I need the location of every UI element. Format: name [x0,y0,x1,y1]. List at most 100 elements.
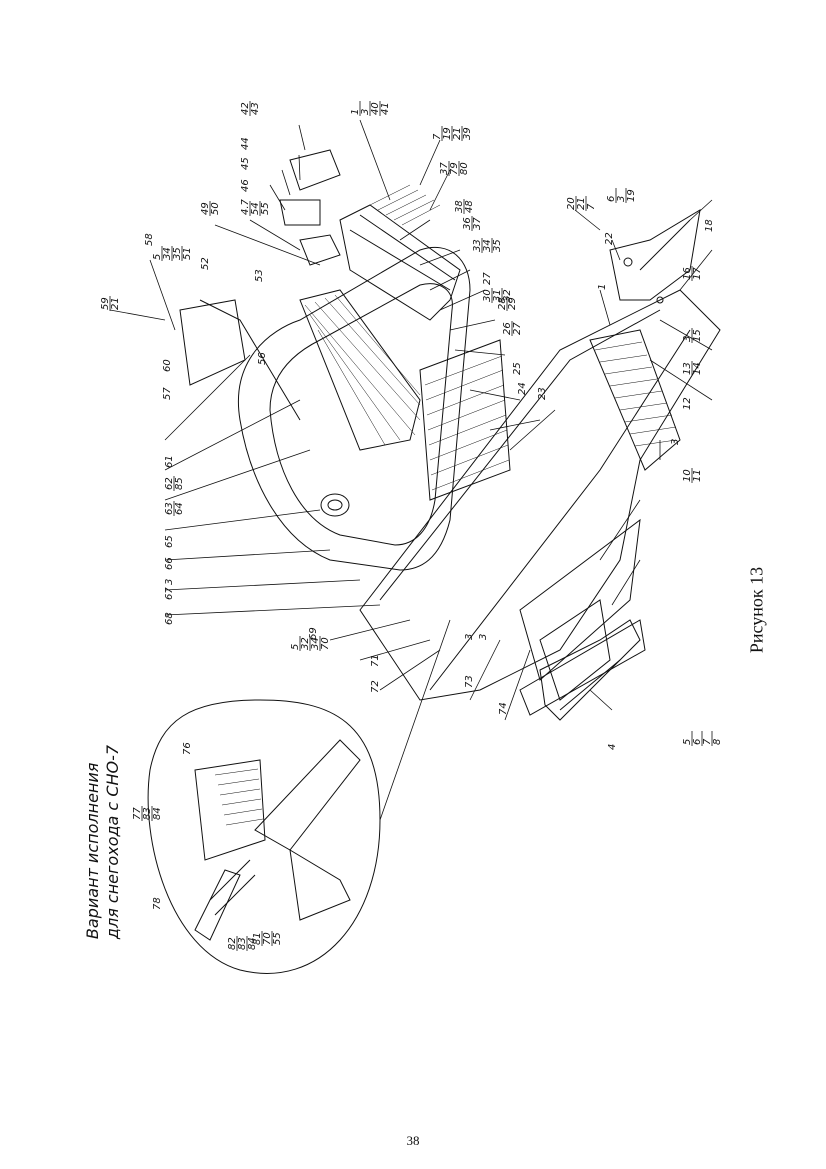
callout-label: 6 [692,739,703,745]
callout-label: 68 [164,612,175,625]
cowl-panel [179,299,301,421]
callout-c-60: 60 [162,359,173,372]
callout-label: 54 [250,202,261,215]
callout-label: 1 [597,284,608,290]
chassis-frame [359,289,721,716]
callout-label: 6 [606,196,617,202]
callout-c-45: 45 [240,157,251,170]
callout-label: 41 [380,102,391,115]
callout-label: 22 [604,232,615,245]
callout-c-67: 67 [164,587,175,600]
callout-label: 12 [682,397,693,410]
callout-label: 30 [482,289,493,302]
callout-label: 15 [692,329,703,342]
callout-label: 7 [432,133,443,140]
callout-label: 5 [152,254,163,260]
callout-label: 3 [360,109,371,115]
callout-label: 76 [182,742,193,755]
callout-label: 27 [512,322,523,335]
callout-label: 8 [712,739,723,745]
callout-label: 37 [439,162,450,175]
callout-label: 14 [692,362,703,375]
callout-c-73: 73 [464,675,475,688]
callout-label: 84 [247,937,258,950]
figure-caption: Рисунок 13 [746,566,767,654]
foam-pad [299,289,421,451]
callout-label: 3 [478,634,489,640]
callout-label: 67 [164,587,175,600]
callout-c-4: 4 [607,744,618,750]
callout-label: 35 [172,247,183,260]
steering-bracket [609,209,701,304]
callout-c-23: 23 [537,387,548,400]
callout-label: 23 [537,387,548,400]
rear-rack [339,184,461,321]
callout-c-78: 78 [152,897,163,910]
callout-label: 73 [464,675,475,688]
callout-label: 66 [164,557,175,570]
callout-label: 71 [370,654,381,667]
callout-label: 53 [254,269,265,282]
callout-label: 16 [682,267,693,280]
callout-label: 38 [454,200,465,213]
callout-label: 13 [682,362,693,375]
front-ski [539,619,641,721]
inset-title: Вариант исполнения для снегохода с СНО-7 [83,745,123,939]
callout-label: 21 [576,197,587,210]
callout-label: 65 [164,535,175,548]
callout-label: 34 [482,239,493,252]
callout-label: 36 [462,217,473,230]
callout-label: 46 [240,179,251,192]
callout-label: 10 [682,469,693,482]
callout-c-56: 56 [257,352,268,365]
callout-label: 51 [182,247,193,260]
variant-inset [147,619,451,974]
callout-label: 52 [200,257,211,270]
callout-c-24: 24 [517,382,528,395]
callout-label: 32 [300,637,311,650]
callout-label: 45 [240,157,251,170]
callout-label: 31 [492,289,503,302]
callout-label: 55 [272,932,283,945]
callout-label: 78 [152,897,163,910]
callout-label: 3 [164,579,175,585]
rear-fender-parts [279,149,341,266]
callout-label: 83 [142,807,153,820]
callout-c-25: 25 [512,362,523,375]
callout-label: 40 [370,102,381,115]
callout-label: 58 [144,233,155,246]
callout-label: 25 [512,362,523,375]
callout-c-1b: 1 [597,284,608,290]
callout-label: 5 [290,644,301,650]
callout-c-57: 57 [162,387,173,400]
callout-c-65: 65 [164,535,175,548]
callout-c-68: 68 [164,612,175,625]
callout-label: 37 [472,217,483,230]
callout-label: 42 [240,102,251,115]
callout-label: 26 [502,322,513,335]
callout-label: 28 [497,297,508,310]
callout-c-53: 53 [254,269,265,282]
callout-label: 55 [260,202,271,215]
callout-c-3c: 3 [478,634,489,640]
callout-label: 35 [492,239,503,252]
seat-tank-assembly [238,246,471,571]
track-belt [589,329,681,471]
callout-c-27: 27 [482,272,493,285]
callout-label: 27 [482,272,493,285]
callout-c-58: 58 [144,233,155,246]
callout-label: 34 [162,247,173,260]
